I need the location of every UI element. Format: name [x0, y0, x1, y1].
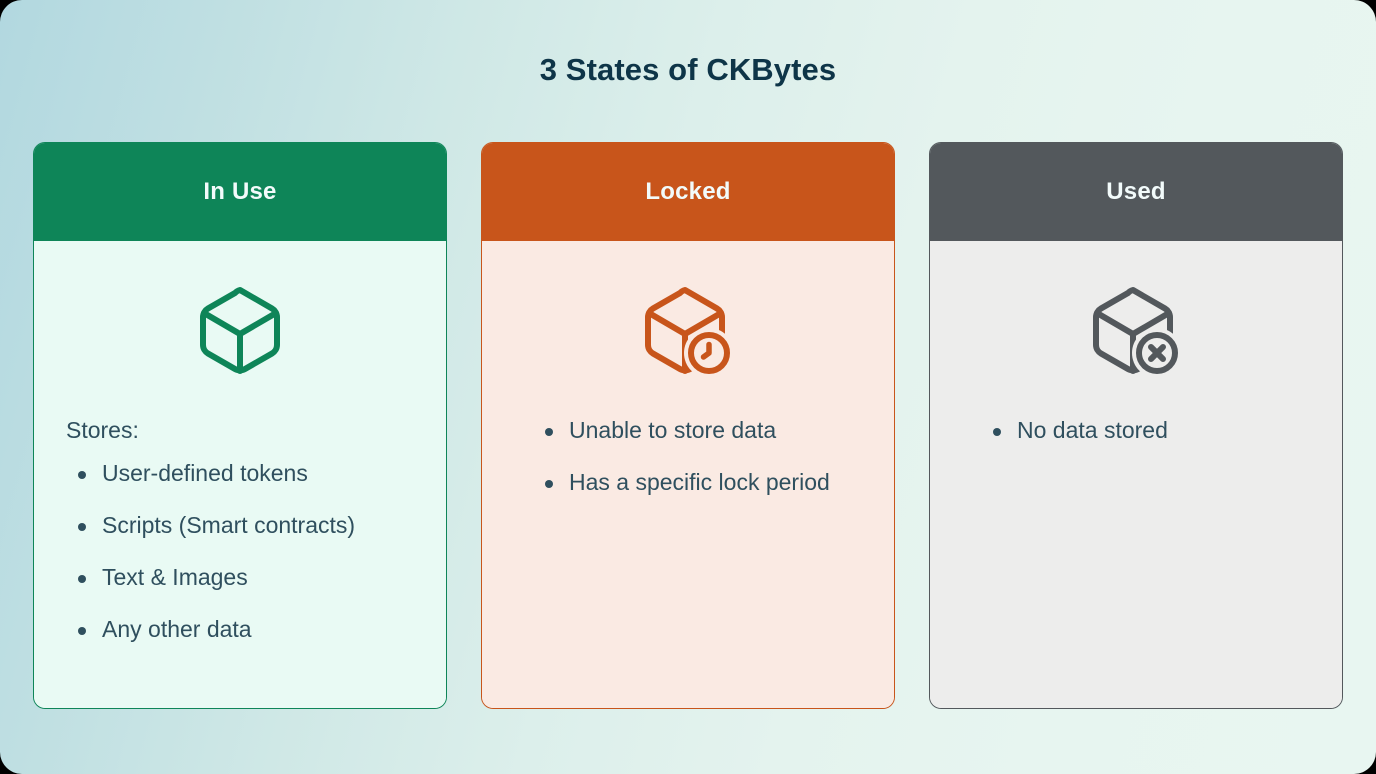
- bullet-dot-icon: [78, 575, 86, 584]
- list-item: Text & Images: [78, 564, 416, 591]
- list-item-label: Unable to store data: [569, 417, 777, 443]
- state-card-in-use: In Use Stores: User-defined tokens Scrip…: [33, 142, 447, 709]
- card-title-used: Used: [1106, 178, 1166, 205]
- list-item: Has a specific lock period: [545, 469, 864, 496]
- state-cards-row: In Use Stores: User-defined tokens Scrip…: [33, 142, 1343, 709]
- card-body-used: No data stored: [930, 241, 1342, 708]
- list-item-label: Has a specific lock period: [569, 469, 830, 496]
- card-title-in-use: In Use: [203, 178, 277, 205]
- bullet-dot-icon: [993, 428, 1001, 436]
- cube-clock-icon: [482, 285, 894, 377]
- card-content-locked: Unable to store data Has a specific lock…: [482, 417, 894, 496]
- list-item: Scripts (Smart contracts): [78, 512, 416, 539]
- bullet-dot-icon: [545, 428, 553, 436]
- state-card-locked: Locked: [481, 142, 895, 709]
- card-header-locked: Locked: [482, 143, 894, 241]
- state-card-used: Used: [929, 142, 1343, 709]
- list-item-label: No data stored: [1017, 417, 1168, 443]
- card-title-locked: Locked: [645, 178, 731, 205]
- stores-label: Stores:: [66, 417, 139, 443]
- list-item: No data stored: [993, 417, 1312, 444]
- list-item-label: Any other data: [102, 616, 252, 643]
- card-body-locked: Unable to store data Has a specific lock…: [482, 241, 894, 708]
- list-item-label: User-defined tokens: [102, 460, 308, 486]
- bullet-list-in-use: User-defined tokens Scripts (Smart contr…: [64, 460, 416, 644]
- card-content-used: No data stored: [930, 417, 1342, 444]
- card-header-used: Used: [930, 143, 1342, 241]
- page-title: 3 States of CKBytes: [539, 52, 837, 87]
- card-body-in-use: Stores: User-defined tokens Scripts (Sma…: [34, 241, 446, 708]
- list-item-label: Scripts (Smart contracts): [102, 512, 356, 539]
- bullet-list-used: No data stored: [960, 417, 1312, 444]
- bullet-dot-icon: [78, 523, 86, 532]
- list-item: Any other data: [78, 616, 416, 643]
- cube-x-icon: [930, 285, 1342, 377]
- bullet-list-locked: Unable to store data Has a specific lock…: [512, 417, 864, 496]
- cube-icon: [34, 285, 446, 377]
- list-item: User-defined tokens: [78, 460, 416, 487]
- list-item: Unable to store data: [545, 417, 864, 444]
- bullet-dot-icon: [78, 627, 86, 636]
- card-content-in-use: Stores: User-defined tokens Scripts (Sma…: [34, 417, 446, 644]
- bullet-dot-icon: [78, 471, 86, 479]
- list-item-label: Text & Images: [102, 564, 248, 591]
- card-header-in-use: In Use: [34, 143, 446, 241]
- bullet-dot-icon: [545, 480, 553, 489]
